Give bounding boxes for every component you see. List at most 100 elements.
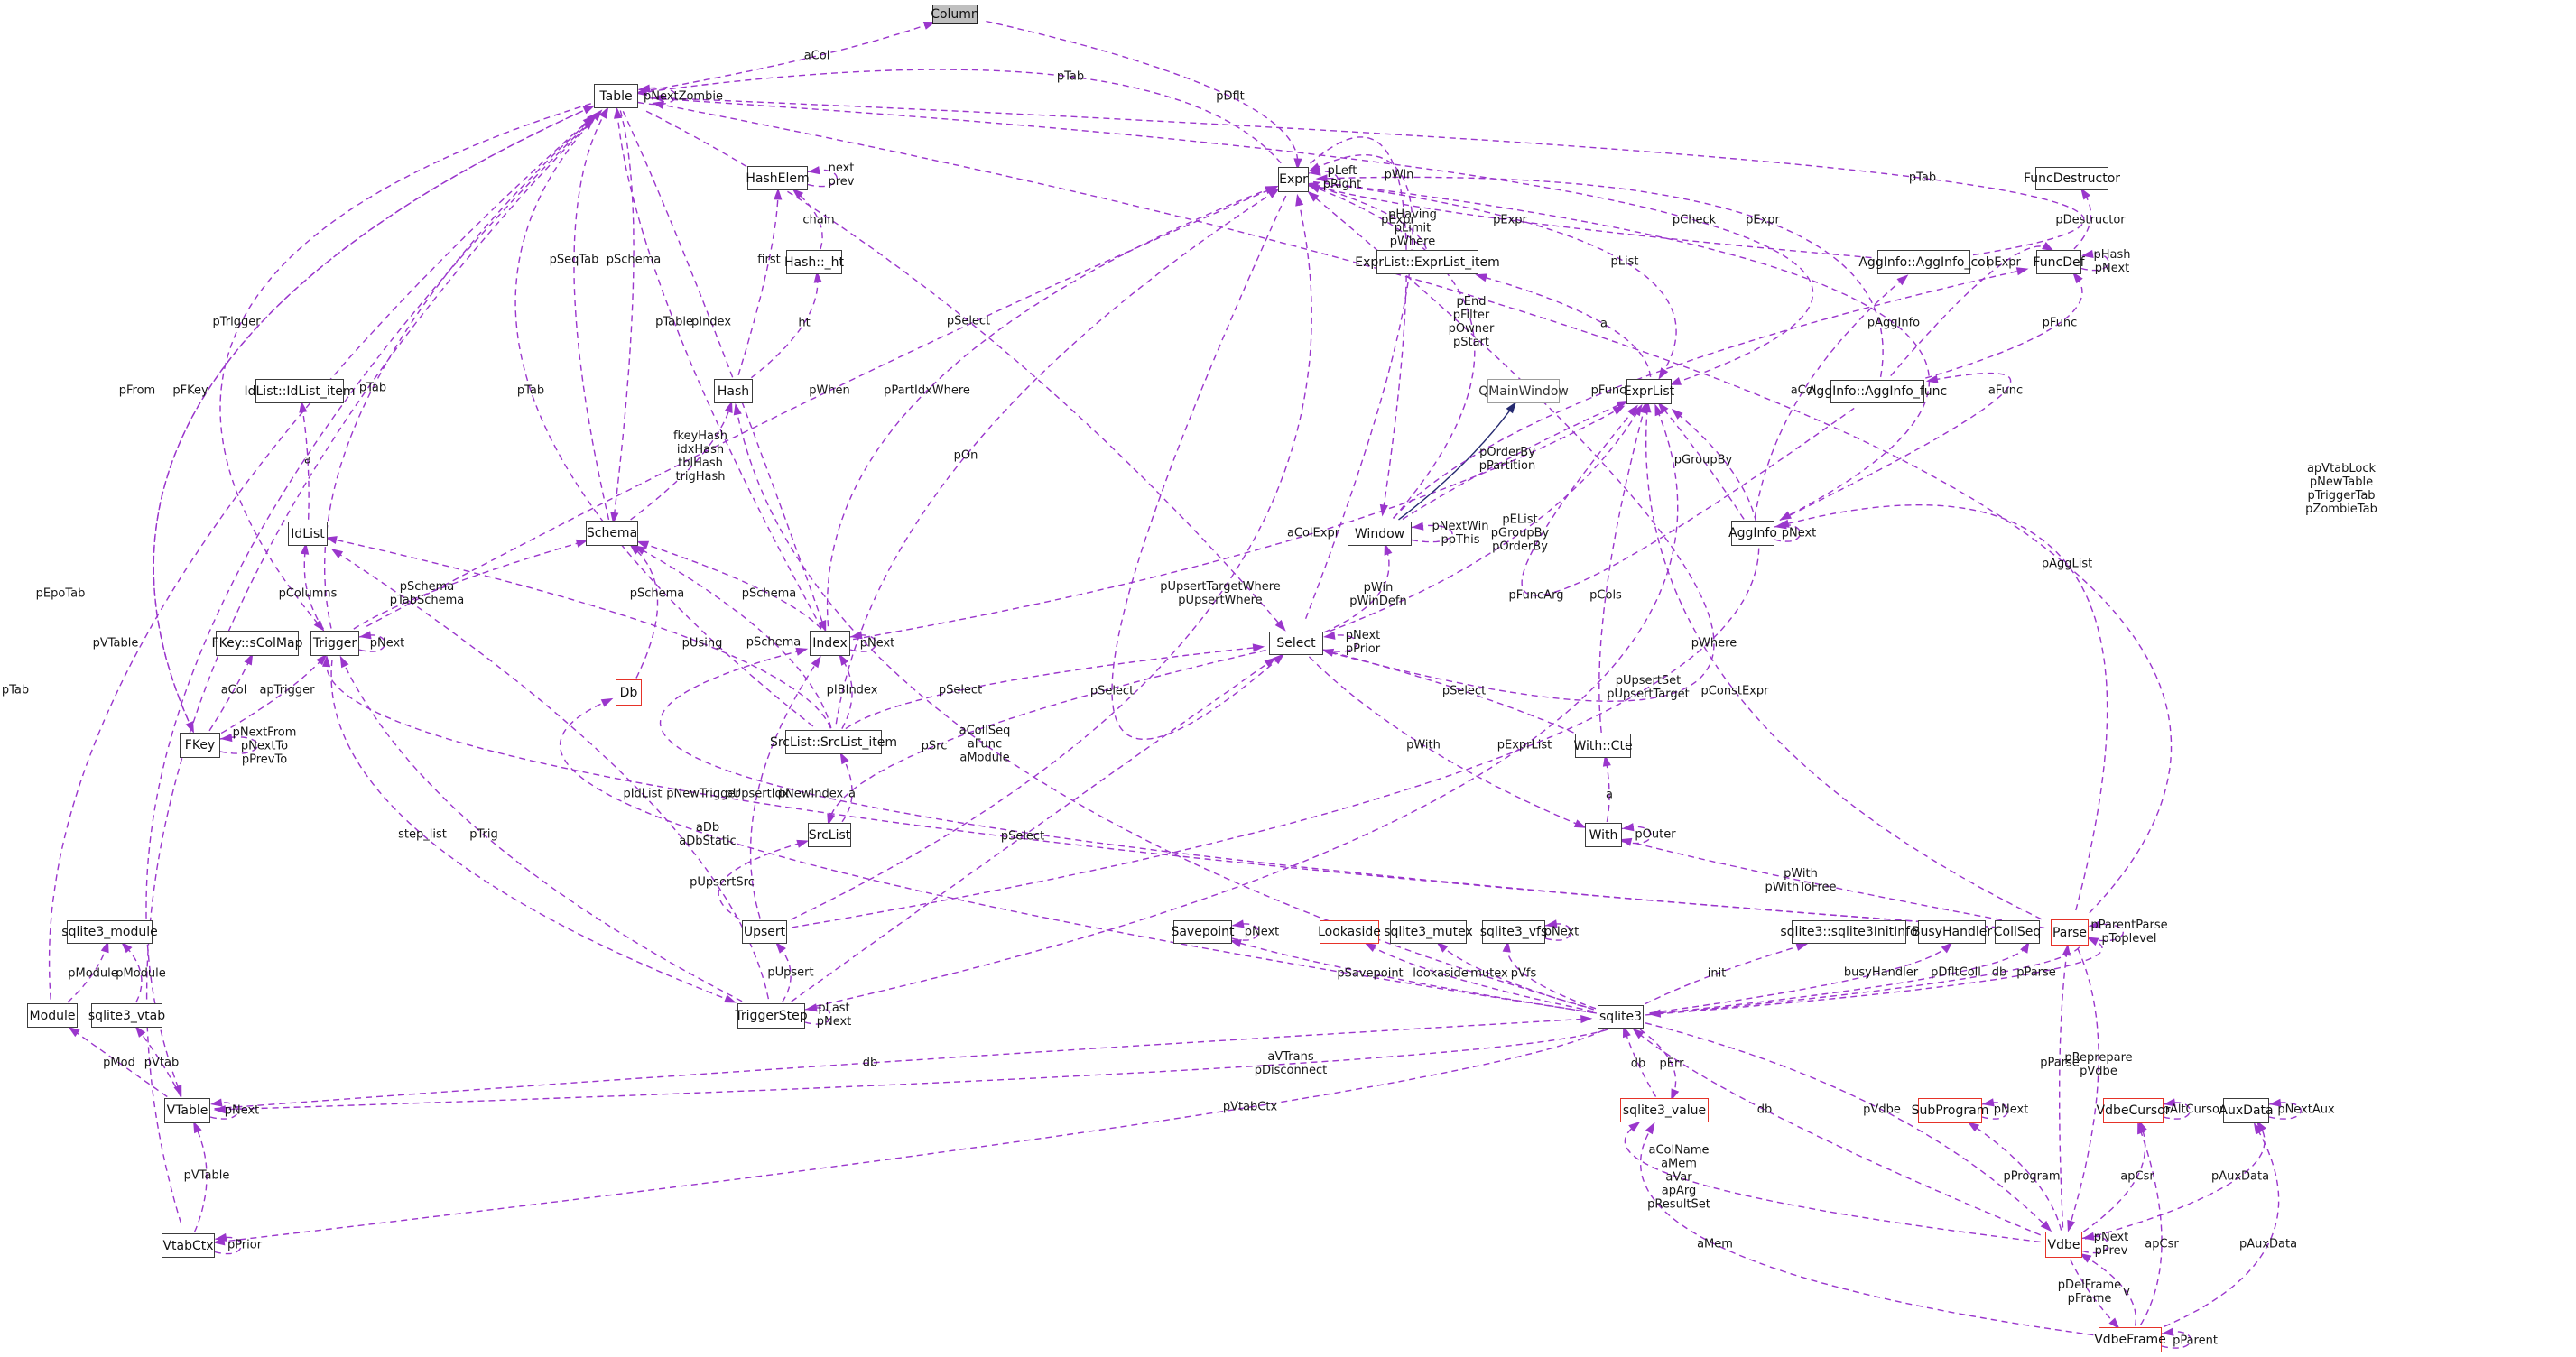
node-label: AggInfo::AggInfo_func — [1807, 384, 1948, 399]
node-column[interactable]: Column — [931, 5, 979, 24]
edge-label: pSchema — [741, 586, 797, 601]
edge — [2088, 923, 2125, 942]
node-label: Parse — [2052, 925, 2088, 940]
edge — [71, 1029, 168, 1098]
arrowhead — [1573, 819, 1587, 828]
edge-label: pTab — [1, 683, 30, 697]
node-fkey_scolmap[interactable]: FKey::sColMap — [212, 631, 302, 656]
arrowhead — [68, 1026, 80, 1038]
arrowhead — [1671, 408, 1683, 420]
node-agginfo[interactable]: AggInfo — [1728, 521, 1777, 546]
node-vdbecursor[interactable]: VdbeCursor — [2097, 1098, 2171, 1123]
node-busyhandler[interactable]: BusyHandler — [1912, 920, 1992, 944]
node-exprlist[interactable]: ExprList — [1624, 379, 1674, 404]
edge-label: pDelFrame pFrame — [2057, 1279, 2122, 1306]
arrowhead — [316, 653, 328, 666]
node-expr[interactable]: Expr — [1278, 167, 1309, 192]
node-savepoint[interactable]: Savepoint — [1171, 920, 1235, 944]
node-trigger[interactable]: Trigger — [310, 631, 359, 656]
node-hash[interactable]: Hash — [714, 379, 753, 403]
node-collseq[interactable]: CollSeq — [1994, 920, 2041, 944]
node-subprogram[interactable]: SubProgram — [1912, 1098, 1988, 1123]
edge — [214, 1236, 243, 1255]
node-sqlite3_init[interactable]: sqlite3::sqlite3InitInfo — [1780, 920, 1918, 944]
arrowhead — [1265, 186, 1277, 195]
edge-label: aColExpr — [1286, 526, 1340, 540]
node-with[interactable]: With — [1585, 823, 1622, 847]
node-fkey[interactable]: FKey — [180, 733, 220, 758]
node-agginfo_col[interactable]: AggInfo::AggInfo_col — [1858, 250, 1989, 274]
node-label: VtabCtx — [162, 1238, 214, 1253]
node-hashelem[interactable]: HashElem — [746, 166, 810, 190]
arrowhead — [1671, 1088, 1680, 1102]
edge — [324, 115, 596, 629]
edge — [1111, 195, 1287, 741]
node-with_cte[interactable]: With::Cte — [1573, 734, 1633, 758]
arrowhead — [1295, 193, 1304, 207]
node-idlist[interactable]: IdList — [288, 522, 328, 546]
edge — [1925, 274, 2083, 379]
edge-label: init — [1707, 966, 1727, 981]
edge — [1367, 944, 1594, 1012]
edge-label: pModule — [116, 966, 166, 981]
node-window[interactable]: Window — [1348, 522, 1412, 546]
node-srclist_item[interactable]: SrcList::SrcList_item — [770, 730, 897, 754]
node-vtable[interactable]: VTable — [164, 1098, 210, 1123]
node-schema[interactable]: Schema — [586, 521, 638, 546]
node-idlist_item[interactable]: IdList::IdList_item — [244, 379, 356, 403]
arrowhead — [796, 839, 810, 848]
node-parse[interactable]: Parse — [2051, 919, 2089, 946]
edge — [1233, 940, 1598, 1014]
node-funcdef[interactable]: FuncDef — [2033, 250, 2085, 274]
node-upsert[interactable]: Upsert — [742, 920, 787, 944]
node-label: VdbeFrame — [2094, 1333, 2166, 1347]
arrowhead — [1267, 188, 1280, 198]
arrowhead — [339, 655, 349, 669]
node-label: BusyHandler — [1911, 925, 1993, 939]
node-table[interactable]: Table — [594, 84, 638, 108]
node-vtabctx[interactable]: VtabCtx — [162, 1233, 215, 1258]
node-db[interactable]: Db — [616, 679, 642, 706]
node-module[interactable]: Module — [27, 1003, 78, 1028]
edge-label: pDestructor — [2055, 213, 2126, 227]
edge-label: pReprepare pVdbe — [2064, 1051, 2133, 1078]
node-sqlite3_module[interactable]: sqlite3_module — [61, 920, 158, 944]
node-auxdata[interactable]: AuxData — [2219, 1098, 2274, 1123]
node-vdbeframe[interactable]: VdbeFrame — [2094, 1327, 2166, 1352]
node-sqlite3_mutex[interactable]: sqlite3_mutex — [1384, 920, 1473, 944]
edge — [1624, 1029, 1657, 1097]
node-qmainwindow[interactable]: QMainWindow — [1478, 379, 1569, 403]
node-index[interactable]: Index — [810, 631, 850, 656]
edge — [828, 649, 1266, 822]
arrowhead — [1643, 401, 1652, 413]
node-label: Lookaside — [1318, 925, 1381, 939]
node-select[interactable]: Select — [1269, 632, 1323, 655]
edge-label: pSchema — [606, 253, 662, 267]
node-label: With::Cte — [1573, 738, 1633, 753]
node-srclist[interactable]: SrcList — [808, 823, 851, 847]
edge — [1304, 153, 1413, 619]
node-lookaside[interactable]: Lookaside — [1318, 920, 1381, 944]
edge-label: pIBIndex — [826, 683, 878, 697]
node-exprlist_item[interactable]: ExprList::ExprList_item — [1355, 250, 1500, 274]
node-sqlite3_vtab[interactable]: sqlite3_vtab — [88, 1003, 165, 1028]
node-sqlite3_value[interactable]: sqlite3_value — [1620, 1098, 1709, 1122]
arrowhead — [330, 549, 344, 558]
node-sqlite3_vfs[interactable]: sqlite3_vfs — [1480, 920, 1547, 944]
arrowhead — [2020, 941, 2030, 954]
edge-label: pAuxData — [2210, 1169, 2270, 1184]
node-funcdestructor[interactable]: FuncDestructor — [2024, 167, 2120, 190]
node-vdbe[interactable]: Vdbe — [2045, 1232, 2082, 1258]
edge-label: pUsing — [681, 636, 723, 651]
edge-label: apCsr — [2145, 1237, 2179, 1251]
edge — [329, 538, 832, 729]
arrowhead — [1654, 403, 1663, 417]
node-triggerstep[interactable]: TriggerStep — [735, 1003, 808, 1029]
node-sqlite3[interactable]: sqlite3 — [1598, 1005, 1644, 1029]
node-hash_ht[interactable]: Hash::_ht — [784, 250, 844, 274]
arrowhead — [2162, 1327, 2174, 1336]
edge-label: pProgram — [2003, 1169, 2061, 1184]
edge — [214, 1018, 1589, 1110]
node-agginfo_func[interactable]: AggInfo::AggInfo_func — [1808, 380, 1947, 403]
edge — [1326, 650, 1574, 734]
